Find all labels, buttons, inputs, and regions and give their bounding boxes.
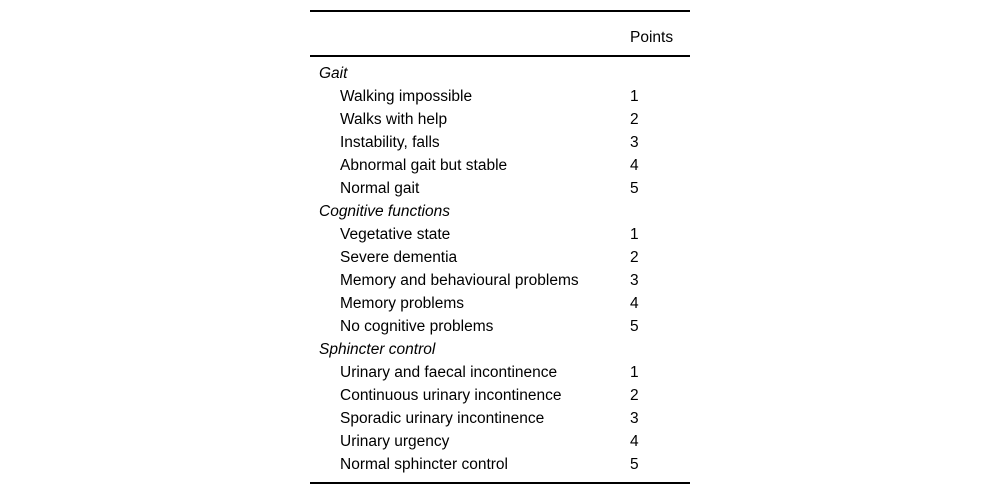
item-points: 3 xyxy=(630,134,639,151)
table-header-row: Points xyxy=(310,11,690,57)
item-label: Urinary urgency xyxy=(340,433,450,450)
item-label: Instability, falls xyxy=(340,134,440,151)
item-points: 3 xyxy=(630,410,639,427)
item-points: 4 xyxy=(630,433,639,450)
item-label: Memory and behavioural problems xyxy=(340,272,579,289)
section-title: Gait xyxy=(319,65,348,82)
item-points: 1 xyxy=(630,226,639,243)
item-points: 2 xyxy=(630,111,639,128)
table-row: No cognitive problems 5 xyxy=(310,315,690,338)
item-points: 5 xyxy=(630,318,639,335)
section-points-spacer xyxy=(628,200,690,223)
item-label: Abnormal gait but stable xyxy=(340,157,508,174)
item-label: Normal sphincter control xyxy=(340,456,508,473)
item-points: 3 xyxy=(630,272,639,289)
table-row: Abnormal gait but stable 4 xyxy=(310,154,690,177)
item-label: No cognitive problems xyxy=(340,318,494,335)
item-points: 2 xyxy=(630,387,639,404)
item-label: Walks with help xyxy=(340,111,448,128)
item-points: 1 xyxy=(630,364,639,381)
section-title: Cognitive functions xyxy=(319,203,450,220)
section-header-row: Gait xyxy=(310,56,690,85)
table-row: Severe dementia 2 xyxy=(310,246,690,269)
table-header: Points xyxy=(310,11,690,57)
section-header-row: Cognitive functions xyxy=(310,200,690,223)
section-header-row: Sphincter control xyxy=(310,338,690,361)
table-row: Urinary and faecal incontinence 1 xyxy=(310,361,690,384)
item-label: Continuous urinary incontinence xyxy=(340,387,562,404)
table-row: Sporadic urinary incontinence 3 xyxy=(310,407,690,430)
item-label: Severe dementia xyxy=(340,249,458,266)
item-points: 4 xyxy=(630,295,639,312)
item-points: 2 xyxy=(630,249,639,266)
table-row: Vegetative state 1 xyxy=(310,223,690,246)
item-label: Sporadic urinary incontinence xyxy=(340,410,545,427)
column-header-label xyxy=(310,11,628,57)
section-points-spacer xyxy=(628,338,690,361)
table-row: Normal gait 5 xyxy=(310,177,690,200)
item-label: Memory problems xyxy=(340,295,465,312)
item-points: 5 xyxy=(630,180,639,197)
table-row: Memory problems 4 xyxy=(310,292,690,315)
column-header-points: Points xyxy=(628,11,690,57)
table-row: Urinary urgency 4 xyxy=(310,430,690,453)
table-row: Normal sphincter control 5 xyxy=(310,453,690,483)
item-label: Walking impossible xyxy=(340,88,473,105)
table-row: Memory and behavioural problems 3 xyxy=(310,269,690,292)
item-label: Vegetative state xyxy=(340,226,451,243)
item-points: 4 xyxy=(630,157,639,174)
table-row: Continuous urinary incontinence 2 xyxy=(310,384,690,407)
table-row: Walking impossible 1 xyxy=(310,85,690,108)
table-row: Instability, falls 3 xyxy=(310,131,690,154)
item-points: 1 xyxy=(630,88,639,105)
item-label: Normal gait xyxy=(340,180,420,197)
table-row: Walks with help 2 xyxy=(310,108,690,131)
item-points: 5 xyxy=(630,456,639,473)
section-title: Sphincter control xyxy=(319,341,436,358)
section-points-spacer xyxy=(628,56,690,85)
item-label: Urinary and faecal incontinence xyxy=(340,364,558,381)
